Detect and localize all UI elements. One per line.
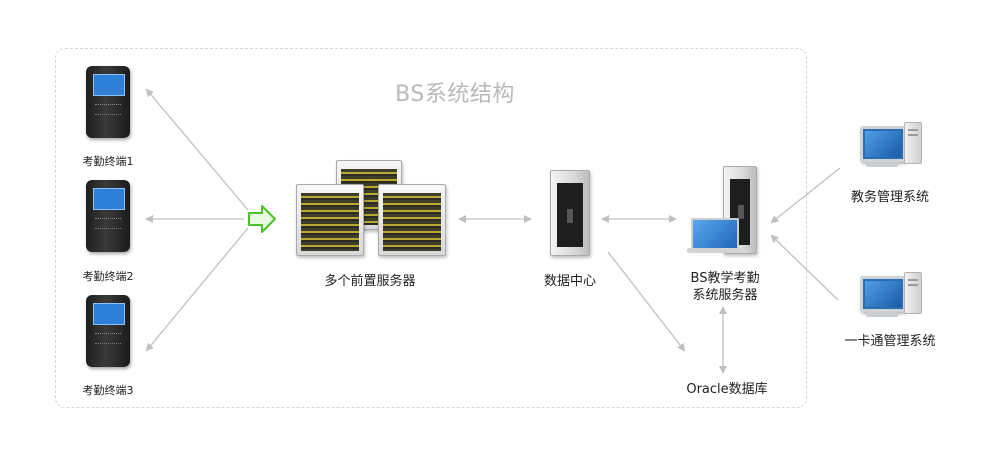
card-system-label: 一卡通管理系统	[844, 334, 936, 349]
link-front-to-terminal-1	[145, 88, 249, 211]
terminal-1-label: 考勤终端1	[82, 155, 134, 168]
terminal-3-label: 考勤终端3	[82, 384, 134, 397]
attendance-terminal-icon	[86, 66, 130, 138]
link-datacenter-oracle	[607, 251, 686, 352]
green-arrow-icon	[248, 205, 276, 233]
data-center-server-icon	[550, 170, 590, 256]
oracle-db-label: Oracle数据库	[686, 382, 768, 397]
bs-server-label-line-2: 系统服务器	[692, 288, 758, 303]
link-front-to-terminal-3	[145, 227, 249, 352]
terminal-2-label: 考勤终端2	[82, 270, 134, 283]
system-boundary-frame	[55, 48, 807, 408]
bs-server-label-line-1: BS教学考勤	[690, 271, 760, 286]
link-card-to-bs-server	[770, 234, 839, 301]
link-academic-to-bs-server	[770, 167, 841, 224]
academic-system-label: 教务管理系统	[850, 190, 929, 205]
diagram-title: BS系统结构	[395, 82, 515, 107]
attendance-terminal-icon	[86, 180, 130, 252]
bs-server-label: BS教学考勤 系统服务器	[670, 270, 780, 304]
attendance-terminal-icon	[86, 295, 130, 367]
data-center-label: 数据中心	[543, 274, 596, 289]
front-servers-label: 多个前置服务器	[324, 274, 416, 289]
